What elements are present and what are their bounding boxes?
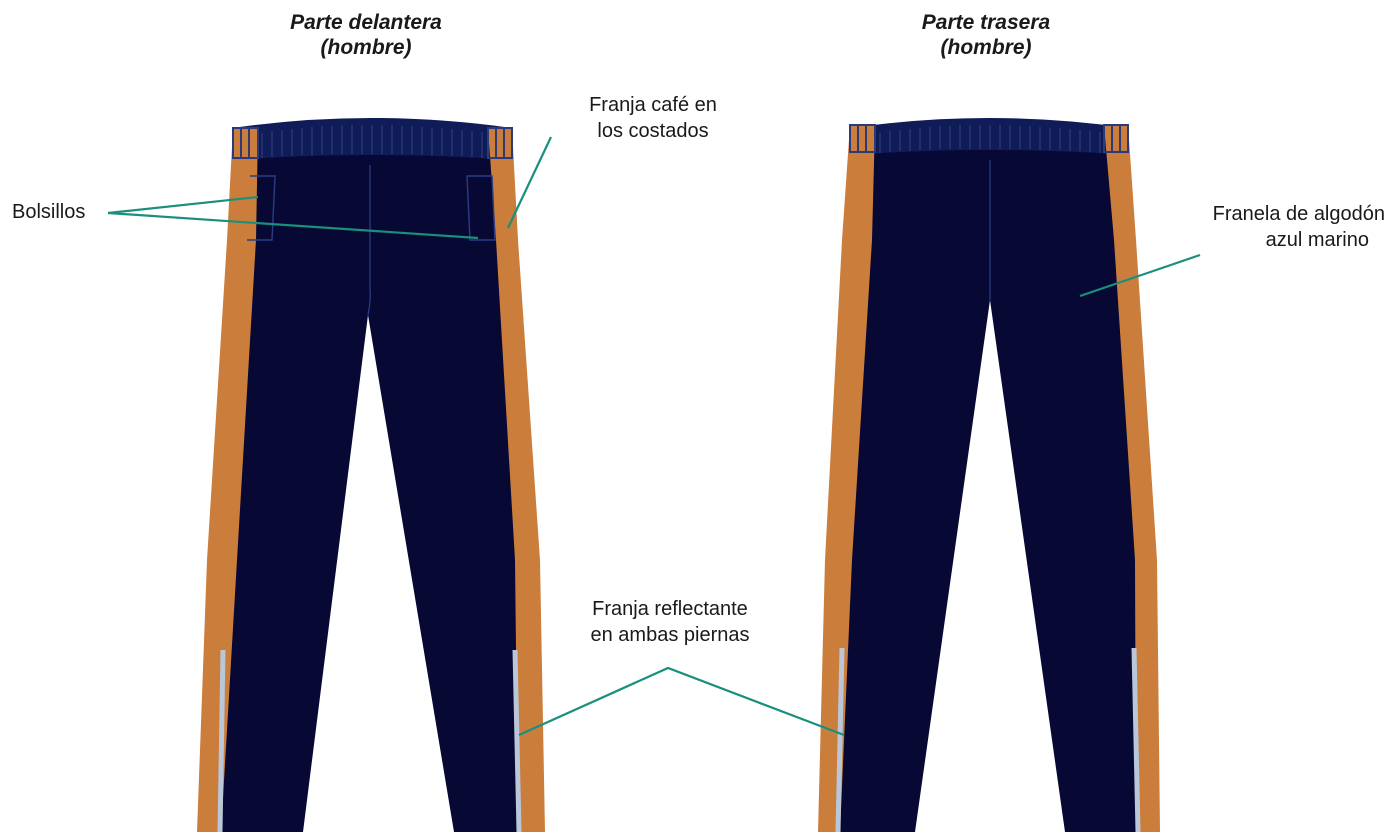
back-pants (818, 118, 1160, 833)
back-waistband (850, 118, 1128, 155)
reflective-label-line1: Franja reflectante (592, 598, 748, 620)
back-left-side-stripe (818, 125, 875, 832)
back-pants-fabric (838, 119, 1140, 832)
leader-lines (107, 136, 1201, 737)
pockets-label: Bolsillos (12, 201, 86, 223)
front-view-title-line1: Parte delantera (290, 11, 442, 34)
front-left-pocket (247, 175, 276, 241)
front-right-pocket (466, 175, 496, 241)
side-stripe-leader-line (507, 136, 552, 229)
front-pants (197, 118, 545, 833)
back-view-title-line1: Parte trasera (921, 11, 1051, 34)
side-stripe-label-line1: Franja café en (589, 94, 717, 116)
front-pants-fabric (213, 119, 522, 832)
back-view-title-line2: (hombre) (940, 36, 1032, 59)
front-stripe-waist-marks (232, 127, 513, 159)
fabric-label-line1: Franela de algodón (1212, 203, 1385, 225)
front-left-reflective-strip (217, 649, 226, 833)
front-center-seam (367, 165, 371, 316)
fabric-leader-line (1079, 253, 1201, 298)
fabric-label-line2: azul marino (1265, 229, 1369, 251)
front-left-side-stripe (197, 128, 258, 832)
front-waistband-ribs (261, 125, 483, 158)
pockets-leader-line-2 (107, 211, 479, 240)
reflective-label-line2: en ambas piernas (590, 624, 750, 646)
back-left-reflective-strip (835, 647, 845, 833)
back-stripe-waist-marks (849, 124, 1129, 153)
front-view-title-line2: (hombre) (320, 36, 412, 59)
reflective-leader-line (518, 666, 845, 737)
pockets-leader-line-1 (107, 195, 259, 215)
front-right-side-stripe (488, 128, 545, 832)
back-right-side-stripe (1104, 125, 1160, 832)
front-view-title: Parte delantera (hombre) (236, 10, 496, 60)
front-right-reflective-strip (512, 649, 522, 833)
side-stripe-label: Franja café en los costados (548, 92, 758, 144)
back-right-reflective-strip (1131, 647, 1141, 833)
side-stripe-label-line2: los costados (597, 120, 709, 142)
back-waistband-ribs (879, 125, 1101, 153)
fabric-label: Franela de algodón azul marino (1145, 201, 1385, 253)
reflective-label: Franja reflectante en ambas piernas (560, 596, 780, 648)
back-view-title: Parte trasera (hombre) (856, 10, 1116, 60)
